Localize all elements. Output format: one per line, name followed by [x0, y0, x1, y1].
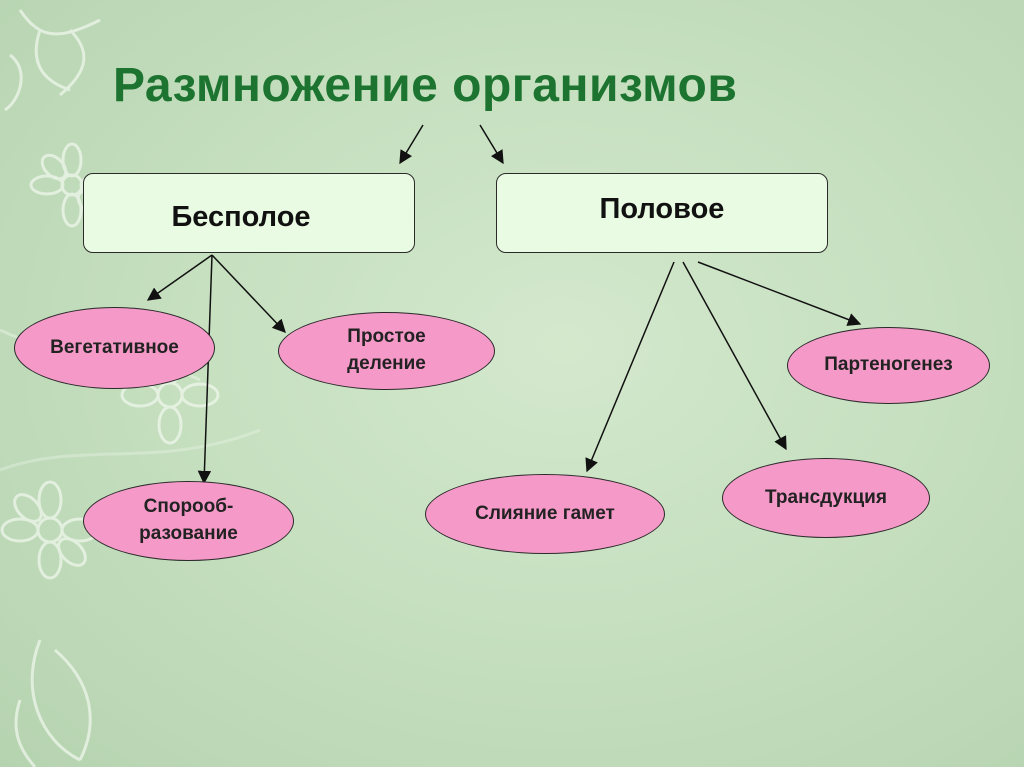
arrow-asexual-to-sporulation	[197, 254, 213, 485]
sporulation-line1: Спорооб-	[143, 496, 234, 518]
gamete-fusion-label: Слияние гамет	[475, 502, 615, 524]
parthenogenesis-label: Партеногенез	[824, 354, 953, 376]
simple-division-line1: Простое	[347, 326, 426, 348]
vegetative-label: Вегетативное	[50, 336, 179, 358]
diagram-title: Размножение организмов	[113, 59, 738, 112]
sporulation-oval: Спорооб- разование	[83, 481, 294, 561]
arrow-sexual-to-transduction	[682, 261, 787, 451]
simple-division-label: Простое деление	[347, 324, 426, 377]
parthenogenesis-oval: Партеногенез	[787, 327, 990, 404]
arrow-sexual-to-parthenogenesis	[697, 261, 862, 326]
sporulation-label: Спорооб- разование	[139, 494, 238, 547]
vegetative-oval: Вегетативное	[14, 307, 215, 389]
simple-division-oval: Простое деление	[278, 312, 495, 390]
arrow-asexual-to-simple-division	[211, 254, 286, 333]
transduction-label: Трансдукция	[765, 486, 887, 508]
asexual-box: Бесполое	[83, 173, 415, 253]
transduction-oval: Трансдукция	[722, 458, 930, 538]
arrow-title-to-sexual	[479, 124, 504, 165]
sexual-box: Половое	[496, 173, 828, 253]
asexual-label: Бесполое	[171, 200, 311, 233]
sexual-label: Половое	[599, 192, 725, 225]
arrow-asexual-to-vegetative	[146, 254, 213, 301]
gamete-fusion-oval: Слияние гамет	[425, 474, 665, 554]
simple-division-line2: деление	[347, 353, 426, 374]
arrow-sexual-to-gamete-fusion	[585, 261, 675, 473]
arrow-title-to-asexual	[399, 124, 424, 165]
sporulation-line2: разование	[139, 523, 238, 544]
